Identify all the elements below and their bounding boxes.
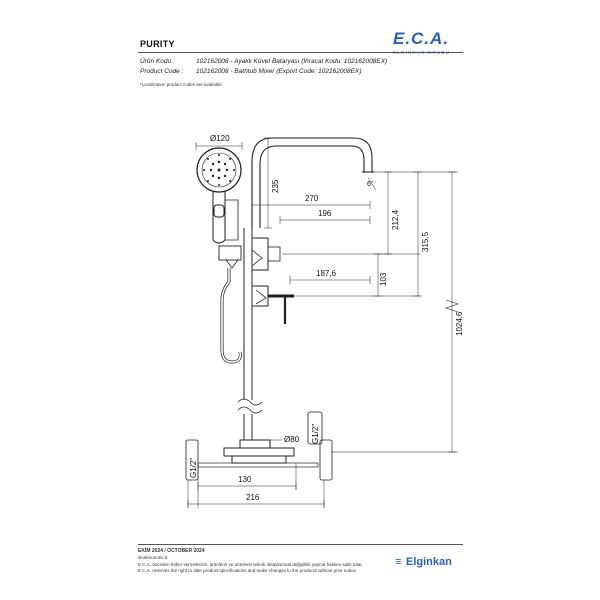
dim-height-103: 103 — [379, 272, 388, 286]
footer-disclaimer-tr: E.C.A. önceden haber vermeksizin, ürünle… — [138, 562, 363, 567]
bath-spout — [251, 137, 374, 228]
mixer-base — [185, 411, 333, 481]
dim-width-196: 196 — [318, 209, 332, 218]
dim-thread-left: G1/2" — [189, 458, 198, 478]
logo-wordmark: E.C.A. — [393, 29, 450, 48]
header-divider — [138, 52, 463, 53]
product-code-en: Product Code : 102162008 - Bathtub Mixer … — [140, 68, 362, 75]
dim-width-270: 270 — [305, 194, 319, 203]
elginkan-brand: Elginkan — [406, 556, 452, 568]
product-code-tr: Ürün Kodu : 102162008 - Ayaklı Küvet Bata… — [140, 58, 387, 65]
dim-thread-right: G1/2" — [311, 424, 320, 444]
dim-width-130: 130 — [238, 475, 252, 484]
product-code-tr-value: 102162008 - Ayaklı Küvet Bataryası (İhra… — [196, 58, 388, 65]
dim-angle: 6° — [367, 180, 374, 188]
localization-note: *Localization product codes are availabl… — [140, 82, 224, 87]
dimension-lines — [187, 137, 459, 508]
dim-diameter-80: Ø80 — [284, 435, 300, 444]
product-code-tr-label: Ürün Kodu : — [140, 58, 175, 65]
dim-diameter-120: Ø120 — [210, 134, 230, 143]
dim-width-216: 216 — [246, 493, 260, 502]
product-code-en-value: 102162008 - Bathtub Mixer (Export Code: … — [196, 68, 362, 75]
footer-divider — [138, 544, 463, 545]
series-title: PURITY — [140, 39, 175, 49]
dim-height-235: 235 — [271, 179, 280, 193]
footer-date: EKİM 2024 / OCTOBER 2024 — [138, 548, 205, 554]
dim-height-212: 212,4 — [391, 209, 400, 230]
hand-shower-head — [196, 147, 242, 269]
document-sheet — [128, 24, 474, 580]
product-code-en-label: Product Code : — [140, 68, 184, 75]
footer-disclaimer-en: E.C.A. reserves the right to alter produ… — [138, 568, 358, 573]
elginkan-mark-icon: ≡ — [395, 556, 402, 568]
dim-width-187: 187,6 — [316, 269, 337, 278]
shower-hose — [220, 268, 242, 364]
dim-height-1024: 1024,6 — [455, 311, 464, 336]
mixer-column — [237, 228, 294, 440]
dim-height-315: 315,5 — [421, 231, 430, 252]
footer-web: ilmektronotni.tr — [138, 555, 168, 560]
